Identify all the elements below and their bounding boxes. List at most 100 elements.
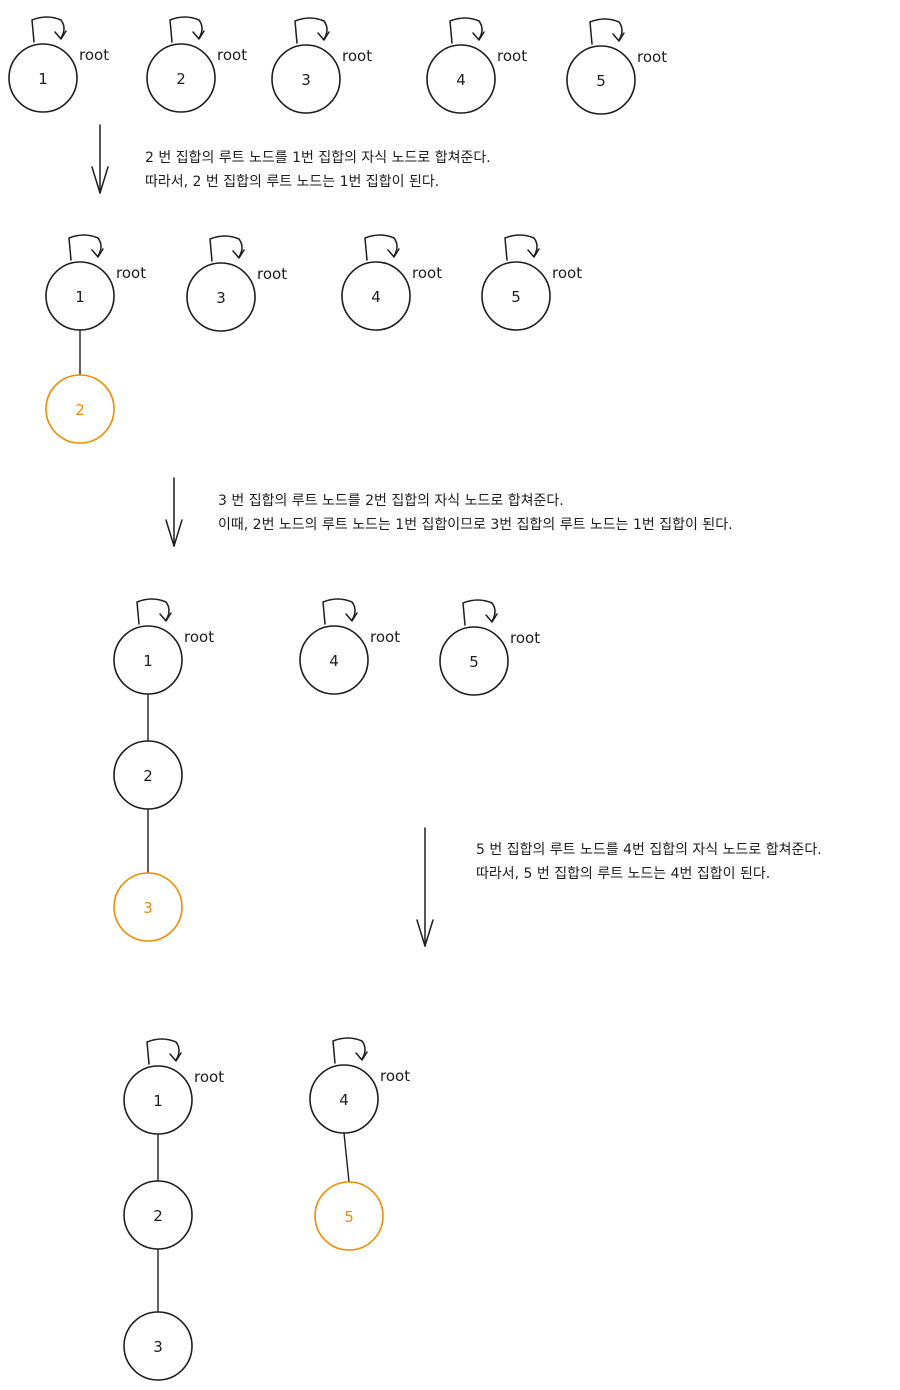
- arrowhead-icon: [345, 612, 358, 622]
- self-loop-arrow-icon: [169, 16, 203, 43]
- root-label: root: [116, 264, 146, 282]
- set-node-5: 5 root: [439, 599, 540, 696]
- node-circle: [113, 625, 183, 695]
- node-label: 2: [143, 767, 153, 785]
- node-circle: [299, 625, 369, 695]
- node-label: 4: [456, 71, 466, 89]
- node-label: 2: [153, 1207, 163, 1225]
- node-circle: [314, 1181, 384, 1251]
- set-node-3: 3 root: [271, 17, 372, 114]
- arrowhead-icon: [91, 248, 104, 258]
- node-circle: [123, 1065, 193, 1135]
- node-circle: [481, 261, 551, 331]
- self-loop-arrow-icon: [31, 16, 65, 43]
- self-loop-arrow-icon: [449, 17, 483, 44]
- step-1-note: 2 번 집합의 루트 노드를 1번 집합의 자식 노드로 합쳐준다. 따라서, …: [145, 146, 491, 194]
- set-node-2: 2: [45, 374, 115, 444]
- node-label: 5: [596, 72, 606, 90]
- self-loop-arrow-icon: [364, 234, 398, 261]
- arrowhead-icon: [192, 30, 205, 40]
- node-circle: [186, 262, 256, 332]
- node-label: 2: [75, 401, 85, 419]
- set-node-4: 4 root: [426, 17, 527, 114]
- node-circle: [309, 1064, 379, 1134]
- self-loop-arrow-icon: [462, 599, 496, 626]
- node-circle: [8, 43, 78, 113]
- self-loop-arrow-icon: [136, 598, 170, 625]
- self-loop-arrow-icon: [589, 18, 623, 45]
- set-node-2: 2 root: [146, 16, 247, 113]
- root-label: root: [257, 265, 287, 283]
- set-node-2: 2: [113, 740, 183, 810]
- step-arrow-1: [91, 124, 109, 194]
- arrowhead-icon: [527, 248, 540, 258]
- node-circle: [271, 44, 341, 114]
- root-label: root: [370, 628, 400, 646]
- step-2-note: 3 번 집합의 루트 노드를 2번 집합의 자식 노드로 합쳐준다. 이때, 2…: [218, 489, 733, 537]
- node-circle: [113, 740, 183, 810]
- edge-4-5: [343, 1132, 350, 1183]
- node-label: 4: [339, 1091, 349, 1109]
- step-3-line-2: 따라서, 5 번 집합의 루트 노드는 4번 집합이 된다.: [476, 866, 771, 882]
- root-label: root: [342, 47, 372, 65]
- node-label: 3: [143, 899, 153, 917]
- node-label: 4: [371, 288, 381, 306]
- self-loop-arrow-icon: [294, 17, 328, 44]
- root-label: root: [194, 1068, 224, 1086]
- down-arrow-icon: [165, 519, 183, 547]
- set-node-1: 1 root: [45, 234, 146, 331]
- self-loop-arrow-icon: [146, 1038, 180, 1065]
- node-label: 1: [75, 288, 85, 306]
- arrowhead-icon: [159, 612, 172, 622]
- step-arrow-3: [416, 827, 434, 947]
- root-label: root: [510, 629, 540, 647]
- self-loop-arrow-icon: [209, 235, 243, 262]
- step-1-line-1: 2 번 집합의 루트 노드를 1번 집합의 자식 노드로 합쳐준다.: [145, 150, 491, 166]
- node-label: 3: [153, 1338, 163, 1356]
- root-label: root: [412, 264, 442, 282]
- set-node-3: 3: [123, 1311, 193, 1381]
- root-label: root: [497, 47, 527, 65]
- step-3-line-1: 5 번 집합의 루트 노드를 4번 집합의 자식 노드로 합쳐준다.: [476, 842, 822, 858]
- node-circle: [45, 261, 115, 331]
- arrowhead-icon: [169, 1052, 182, 1062]
- node-label: 3: [301, 71, 311, 89]
- node-circle: [113, 872, 183, 942]
- step-arrow-2: [165, 477, 183, 547]
- node-label: 5: [469, 653, 479, 671]
- self-loop-arrow-icon: [68, 234, 102, 261]
- root-label: root: [552, 264, 582, 282]
- node-label: 1: [153, 1092, 163, 1110]
- set-node-5: 5: [314, 1181, 384, 1251]
- arrowhead-icon: [612, 32, 625, 42]
- self-loop-arrow-icon: [332, 1037, 366, 1064]
- node-circle: [146, 43, 216, 113]
- self-loop-arrow-icon: [504, 234, 538, 261]
- set-node-1: 1 root: [123, 1038, 224, 1135]
- arrowhead-icon: [485, 613, 498, 623]
- node-label: 2: [176, 70, 186, 88]
- root-label: root: [184, 628, 214, 646]
- root-label: root: [217, 46, 247, 64]
- root-label: root: [79, 46, 109, 64]
- down-arrow-icon: [91, 166, 109, 194]
- arrowhead-icon: [472, 31, 485, 41]
- set-node-3: 3: [113, 872, 183, 942]
- node-circle: [45, 374, 115, 444]
- down-arrow-icon: [416, 919, 434, 947]
- arrowhead-icon: [317, 31, 330, 41]
- node-circle: [123, 1311, 193, 1381]
- node-label: 5: [344, 1208, 354, 1226]
- set-node-4: 4 root: [341, 234, 442, 331]
- arrowhead-icon: [54, 30, 67, 40]
